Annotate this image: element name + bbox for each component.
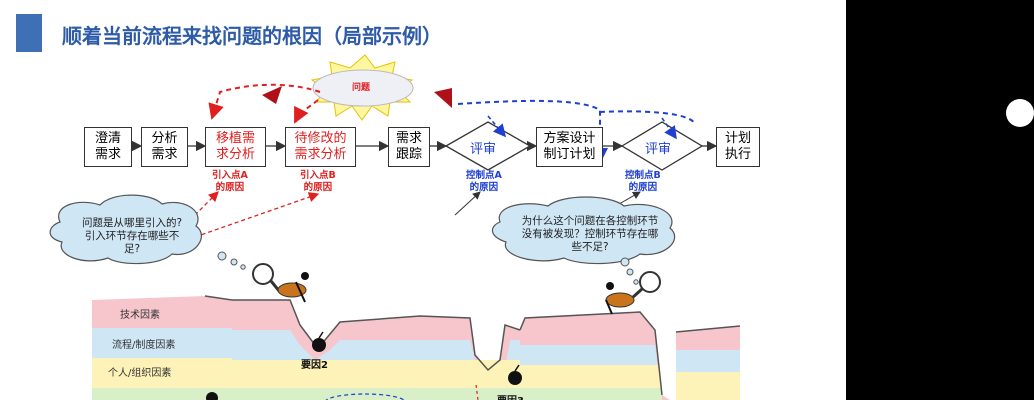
step-pending-requirement-analysis[interactable]: 待修改的需求分析 — [285, 127, 356, 167]
page-title: 顺着当前流程来找问题的根因（局部示例） — [62, 24, 442, 48]
layer-process-policy: 流程/制度因素 — [112, 340, 176, 351]
review-diamond-2 — [620, 121, 704, 171]
key-cause-3: 要因3 — [497, 392, 524, 400]
title-accent-bar — [16, 14, 42, 52]
problem-label: 问题 — [352, 83, 371, 93]
investigator-figure-right — [605, 271, 661, 315]
step-requirement-tracking[interactable]: 需求跟踪 — [388, 127, 430, 167]
bomb-icon — [508, 371, 522, 385]
step-plan-execution[interactable]: 计划执行 — [716, 127, 760, 167]
investigator-figure-left — [252, 263, 309, 303]
step-migrate-requirement-analysis[interactable]: 移植需求分析 — [205, 127, 266, 167]
margin-dot — [1006, 99, 1034, 127]
cloud-left-text: 问题是从哪里引入的?引入环节存在哪些不足? — [81, 217, 183, 255]
strata-middle — [232, 299, 521, 400]
layer-personal-org: 个人/组织因素 — [108, 368, 172, 379]
strata-right — [519, 311, 741, 400]
review-diamond-1 — [444, 121, 532, 171]
review-2-label: 评审 — [645, 142, 672, 157]
bomb-icon — [312, 338, 326, 352]
bomb-icon — [206, 392, 218, 400]
layer-technical: 技术因素 — [120, 310, 160, 321]
corner-shape — [770, 0, 804, 20]
key-cause-2: 要因2 — [301, 360, 328, 371]
review-1-label: 评审 — [470, 142, 497, 157]
diagram-canvas — [49, 54, 741, 400]
cloud-right-shape — [491, 196, 676, 265]
cloud-right-text: 为什么这个问题在各控制环节没有被发现？控制环节存在哪些不足? — [521, 215, 659, 253]
step-solution-design[interactable]: 方案设计制订计划 — [536, 127, 603, 167]
slide: 顺着当前流程来找问题的根因（局部示例） — [0, 0, 846, 400]
strata-left — [92, 296, 232, 400]
step-clarify-requirements[interactable]: 澄清需求 — [84, 127, 132, 167]
step-analyze-requirements[interactable]: 分析需求 — [141, 127, 188, 167]
cloud-left-shape — [49, 194, 202, 265]
